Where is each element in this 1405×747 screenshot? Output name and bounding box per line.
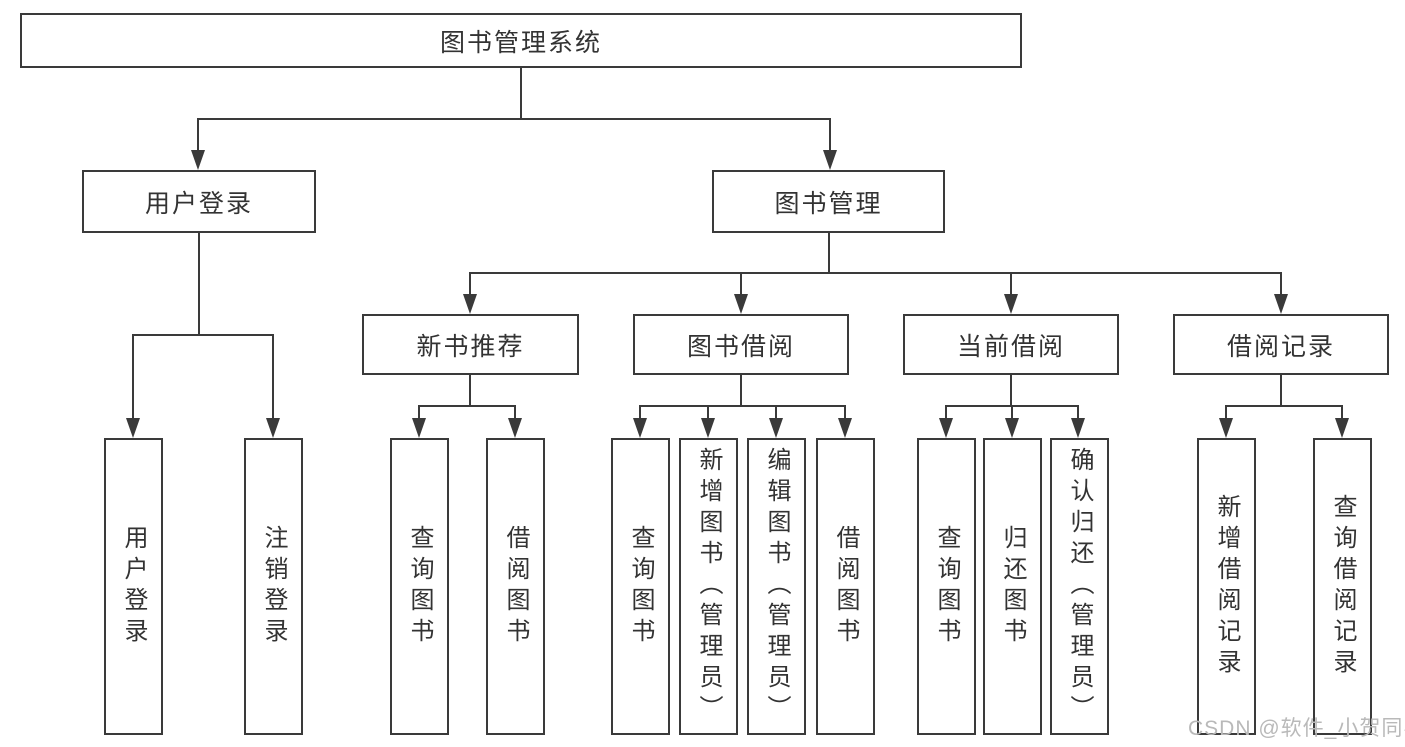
node-new-book-recommend-label: 新书推荐 (416, 332, 525, 361)
leaf-borrow-borrow-label: 借阅图书 (832, 524, 859, 649)
arrow-down-icon (823, 150, 837, 170)
csdn-watermark: CSDN @软件_小贺同学 (1188, 717, 1405, 740)
connector-user-rail (133, 334, 274, 336)
node-root: 图书管理系统 (20, 13, 1022, 68)
leaf-current-confirm-admin-label: 确认归还（管理员） (1066, 447, 1093, 726)
leaf-current-query: 查询图书 (917, 438, 976, 735)
connector-newbook-drop-2 (514, 405, 516, 421)
connector-root-stem (520, 68, 522, 120)
arrow-down-icon (701, 418, 715, 438)
arrow-down-icon (126, 418, 140, 438)
arrow-down-icon (939, 418, 953, 438)
leaf-current-confirm-admin: 确认归还（管理员） (1050, 438, 1109, 735)
connector-newbook-rail (418, 405, 516, 407)
node-new-book-recommend: 新书推荐 (362, 314, 579, 375)
connector-mgmt-stem (828, 233, 830, 274)
node-user-login: 用户登录 (82, 170, 316, 233)
leaf-borrow-edit-admin-label: 编辑图书（管理员） (763, 447, 790, 726)
connector-borrow-stem (740, 375, 742, 407)
leaf-record-query: 查询借阅记录 (1313, 438, 1372, 735)
leaf-newbook-query: 查询图书 (390, 438, 449, 735)
leaf-newbook-query-label: 查询图书 (406, 524, 433, 649)
connector-newbook-stem (469, 375, 471, 407)
node-book-management: 图书管理 (712, 170, 945, 233)
node-book-management-label: 图书管理 (774, 189, 883, 218)
node-book-borrow-label: 图书借阅 (686, 332, 795, 361)
node-borrow-record-label: 借阅记录 (1226, 332, 1335, 361)
arrow-down-icon (1004, 294, 1018, 314)
leaf-current-query-label: 查询图书 (933, 524, 960, 649)
leaf-record-add-label: 新增借阅记录 (1213, 493, 1240, 680)
connector-borrow-drop-3 (775, 405, 777, 421)
arrow-down-icon (1274, 294, 1288, 314)
connector-user-drop-2 (272, 334, 274, 422)
arrow-down-icon (1219, 418, 1233, 438)
leaf-borrow-query-label: 查询图书 (627, 524, 654, 649)
connector-current-drop-2 (1011, 405, 1013, 421)
connector-current-stem (1010, 375, 1012, 407)
connector-user-stem (198, 233, 200, 336)
connector-borrow-rail (639, 405, 846, 407)
arrow-down-icon (838, 418, 852, 438)
connector-record-rail (1225, 405, 1342, 407)
leaf-user-login: 用户登录 (104, 438, 163, 735)
node-book-borrow: 图书借阅 (633, 314, 849, 375)
connector-l2-drop-user (197, 118, 199, 156)
connector-record-drop-2 (1341, 405, 1343, 421)
connector-current-drop-1 (945, 405, 947, 421)
connector-borrow-drop-4 (844, 405, 846, 421)
connector-l3-rail (469, 272, 1282, 274)
node-root-label: 图书管理系统 (439, 28, 602, 57)
connector-l3-drop-4 (1280, 272, 1282, 298)
connector-l2-rail (197, 118, 831, 120)
node-current-borrow-label: 当前借阅 (956, 332, 1065, 361)
connector-user-drop-1 (132, 334, 134, 422)
arrow-down-icon (508, 418, 522, 438)
leaf-borrow-query: 查询图书 (611, 438, 670, 735)
leaf-borrow-borrow: 借阅图书 (816, 438, 875, 735)
arrow-down-icon (412, 418, 426, 438)
leaf-logout: 注销登录 (244, 438, 303, 735)
leaf-newbook-borrow-label: 借阅图书 (502, 524, 529, 649)
connector-record-drop-1 (1225, 405, 1227, 421)
connector-l2-drop-mgmt (829, 118, 831, 156)
leaf-current-return: 归还图书 (983, 438, 1042, 735)
arrow-down-icon (1071, 418, 1085, 438)
connector-newbook-drop-1 (418, 405, 420, 421)
node-current-borrow: 当前借阅 (903, 314, 1119, 375)
connector-borrow-drop-2 (707, 405, 709, 421)
connector-record-stem (1280, 375, 1282, 407)
leaf-user-login-label: 用户登录 (120, 524, 147, 649)
arrow-down-icon (734, 294, 748, 314)
connector-borrow-drop-1 (639, 405, 641, 421)
leaf-record-add: 新增借阅记录 (1197, 438, 1256, 735)
connector-current-drop-3 (1077, 405, 1079, 421)
leaf-logout-label: 注销登录 (260, 524, 287, 649)
node-borrow-record: 借阅记录 (1173, 314, 1389, 375)
leaf-borrow-edit-admin: 编辑图书（管理员） (747, 438, 806, 735)
arrow-down-icon (463, 294, 477, 314)
leaf-borrow-add-admin: 新增图书（管理员） (679, 438, 738, 735)
connector-l3-drop-2 (740, 272, 742, 298)
arrow-down-icon (266, 418, 280, 438)
arrow-down-icon (191, 150, 205, 170)
leaf-newbook-borrow: 借阅图书 (486, 438, 545, 735)
arrow-down-icon (1335, 418, 1349, 438)
leaf-borrow-add-admin-label: 新增图书（管理员） (695, 447, 722, 726)
arrow-down-icon (769, 418, 783, 438)
leaf-record-query-label: 查询借阅记录 (1329, 493, 1356, 680)
arrow-down-icon (633, 418, 647, 438)
leaf-current-return-label: 归还图书 (999, 524, 1026, 649)
connector-l3-drop-3 (1010, 272, 1012, 298)
node-user-login-label: 用户登录 (144, 189, 253, 218)
arrow-down-icon (1005, 418, 1019, 438)
connector-l3-drop-1 (469, 272, 471, 298)
